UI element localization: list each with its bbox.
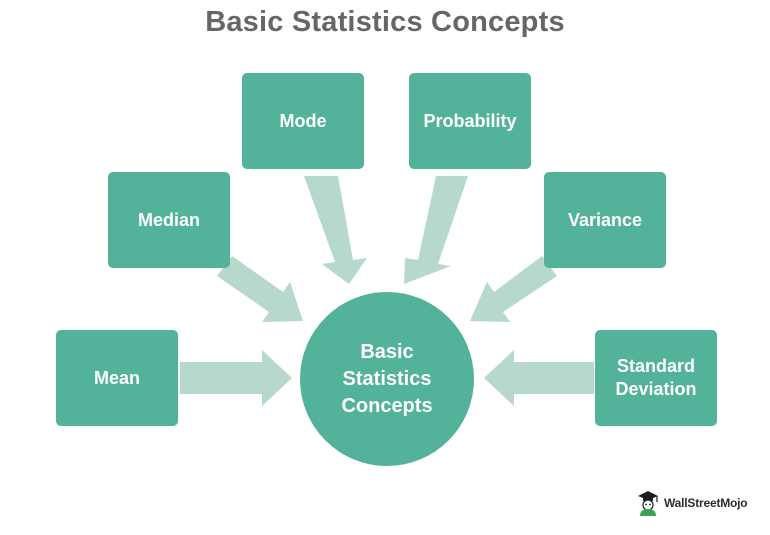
node-mean-label: Mean [93, 367, 140, 388]
node-median-label: Median [137, 209, 200, 230]
node-mode-label: Mode [279, 110, 327, 131]
arrow-probability [404, 176, 468, 284]
node-probability-label: Probability [423, 110, 517, 131]
center-concept-label: Basic Statistics Concepts [327, 339, 447, 420]
page-title: Basic Statistics Concepts [205, 6, 565, 38]
node-standard-deviation-line: Deviation [615, 379, 697, 399]
logo-text: WallStreetMojo [664, 496, 748, 510]
node-median: Median [108, 172, 230, 268]
center-concept-circle: Basic Statistics Concepts [300, 292, 474, 466]
node-probability: Probability [409, 73, 531, 169]
arrow-variance [470, 256, 557, 322]
arrow-median [217, 256, 303, 322]
node-standard-deviation-label: Standard Deviation [615, 355, 696, 401]
node-standard-deviation: Standard Deviation [595, 330, 717, 426]
node-mean: Mean [56, 330, 178, 426]
node-variance-label: Variance [567, 209, 643, 230]
node-variance: Variance [544, 172, 666, 268]
arrow-mean [180, 350, 292, 406]
wallstreetmojo-logo: WallStreetMojo [636, 489, 748, 517]
node-standard-deviation-line: Standard [616, 356, 695, 376]
center-line: Basic [360, 340, 414, 363]
arrow-mode [304, 176, 367, 284]
arrow-standard-deviation [484, 350, 594, 406]
center-line: Concepts [341, 394, 433, 417]
center-line: Statistics [342, 367, 432, 390]
mojo-logo-icon [638, 491, 658, 516]
node-mode: Mode [242, 73, 364, 169]
